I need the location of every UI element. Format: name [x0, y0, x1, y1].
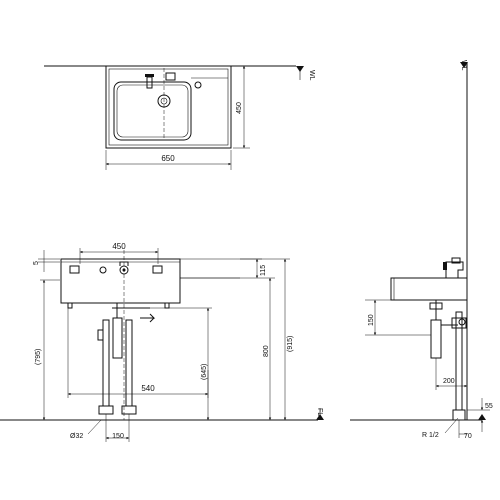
dim-200: 200 — [443, 378, 455, 385]
top-bowl-basin — [113, 81, 192, 141]
side-view: 150 200 55 70 R 1/2 WL — [350, 60, 493, 440]
front-bracket-left — [69, 265, 80, 274]
front-counter — [60, 258, 181, 304]
dim-150-side: 150 — [368, 314, 375, 326]
front-trap — [112, 317, 123, 359]
wall-marker-top: WL — [296, 66, 315, 81]
front-view: 450 5 115 (915) 800 (795) (645) 540 — [0, 242, 324, 442]
floor-marker-front: FL — [316, 408, 324, 420]
dim-150-front: 150 — [112, 433, 124, 440]
dim-70: 70 — [464, 433, 472, 440]
side-trap — [430, 319, 442, 359]
dim-bowl-450: 450 — [112, 242, 126, 251]
dim-645: (645) — [201, 364, 208, 380]
dim-thread: R 1/2 — [422, 432, 439, 439]
top-view: 650 450 WL — [44, 65, 315, 170]
top-faucet-head — [145, 74, 154, 77]
dim-915: (915) — [287, 336, 294, 352]
front-pipe-left — [102, 319, 110, 407]
dim-540: 540 — [141, 384, 155, 393]
dim-width-650: 650 — [161, 154, 175, 163]
front-control-knob — [99, 266, 107, 274]
svg-text:WL: WL — [308, 70, 315, 81]
front-pipe-right — [125, 319, 133, 407]
floor-marker-side — [478, 414, 486, 420]
dim-5: 5 — [33, 261, 40, 265]
wall-marker-side: WL — [460, 60, 468, 71]
front-bracket-right — [152, 265, 163, 274]
svg-text:WL: WL — [460, 60, 467, 71]
side-faucet — [445, 261, 464, 278]
top-counter-inner — [108, 68, 229, 146]
top-overflow — [194, 81, 202, 89]
dim-depth-450: 450 — [236, 102, 243, 114]
top-faucet-2 — [165, 72, 176, 81]
side-counter — [390, 277, 468, 301]
dim-800: 800 — [263, 345, 270, 357]
dim-pipe-dia: Ø32 — [70, 433, 83, 440]
dim-115: 115 — [260, 265, 267, 276]
top-counter-outline — [105, 65, 232, 149]
top-bowl-inner — [116, 84, 189, 138]
side-supply-pipe — [455, 311, 463, 411]
svg-text:FL: FL — [316, 408, 323, 416]
dim-55: 55 — [485, 403, 493, 410]
dim-795: (795) — [35, 349, 42, 365]
